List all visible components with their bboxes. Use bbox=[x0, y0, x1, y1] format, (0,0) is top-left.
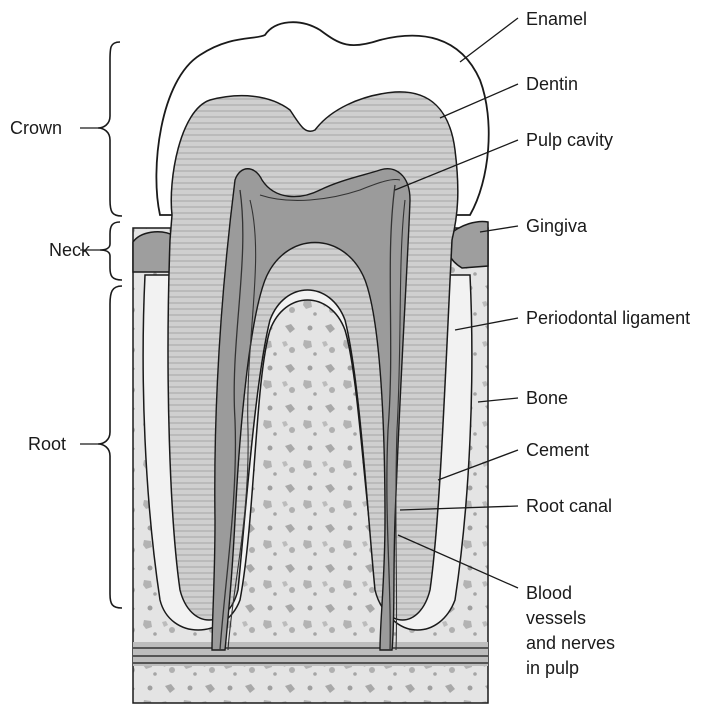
neck-bracket bbox=[100, 222, 122, 280]
crown-bracket bbox=[98, 42, 122, 216]
root-label: Root bbox=[28, 434, 66, 454]
gingiva-label: Gingiva bbox=[526, 216, 588, 236]
periodontal-ligament-label: Periodontal ligament bbox=[526, 308, 690, 328]
dentin-label: Dentin bbox=[526, 74, 578, 94]
root-canal-label: Root canal bbox=[526, 496, 612, 516]
left-leader-lines bbox=[80, 128, 100, 444]
neck-label: Neck bbox=[49, 240, 91, 260]
blood-vessels-label-line1: Blood bbox=[526, 583, 572, 603]
crown-label: Crown bbox=[10, 118, 62, 138]
root-bracket bbox=[98, 286, 122, 608]
enamel-label: Enamel bbox=[526, 9, 587, 29]
blood-vessels-label-line3: and nerves bbox=[526, 633, 615, 653]
cement-label: Cement bbox=[526, 440, 589, 460]
blood-vessels-label-line4: in pulp bbox=[526, 658, 579, 678]
blood-vessels-label-line2: vessels bbox=[526, 608, 586, 628]
bone-label: Bone bbox=[526, 388, 568, 408]
pulp-cavity-label: Pulp cavity bbox=[526, 130, 613, 150]
